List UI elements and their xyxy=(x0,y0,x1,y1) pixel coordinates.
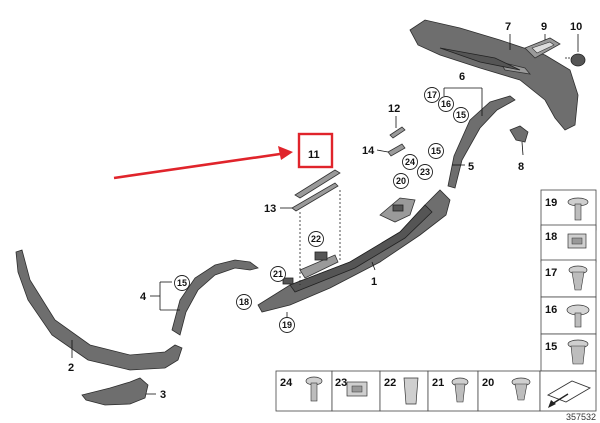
circled-callout-20: 20 xyxy=(393,173,409,189)
callout-10: 10 xyxy=(570,21,582,52)
panel-symbol-icon xyxy=(546,380,592,408)
svg-text:16: 16 xyxy=(441,99,451,109)
svg-text:14: 14 xyxy=(362,145,375,157)
circled-callout-21: 21 xyxy=(270,266,286,282)
callout-13: 13 xyxy=(264,203,292,215)
svg-text:9: 9 xyxy=(541,21,547,33)
svg-text:11: 11 xyxy=(308,149,320,161)
clip-nut-23-icon xyxy=(346,381,368,397)
rivet-16-icon xyxy=(566,304,590,328)
svg-text:15: 15 xyxy=(456,110,466,120)
circled-callout-16: 16 xyxy=(438,96,454,112)
callout-3: 3 xyxy=(146,389,166,401)
svg-text:23: 23 xyxy=(335,377,347,389)
pointer-arrow xyxy=(113,146,293,180)
clip-10 xyxy=(565,53,586,67)
callout-8: 8 xyxy=(518,141,524,173)
circled-callout-15c: 15 xyxy=(428,143,444,159)
front-wheel-arch-trim xyxy=(171,259,259,336)
circled-callout-24: 24 xyxy=(402,154,418,170)
circled-callout-15b: 15 xyxy=(453,107,469,123)
circled-callout-22: 22 xyxy=(308,231,324,247)
trim-strip xyxy=(291,169,341,285)
svg-text:19: 19 xyxy=(282,320,292,330)
svg-text:17: 17 xyxy=(427,90,437,100)
callout-11: 11 xyxy=(308,149,320,161)
svg-text:19: 19 xyxy=(545,197,557,209)
svg-text:21: 21 xyxy=(432,377,444,389)
svg-text:21: 21 xyxy=(273,269,283,279)
svg-text:15: 15 xyxy=(431,146,441,156)
callout-5: 5 xyxy=(452,161,474,173)
doc-number: 357532 xyxy=(566,412,596,422)
circled-callout-17: 17 xyxy=(424,87,440,103)
expanding-clip-15-icon xyxy=(567,339,589,365)
svg-text:15: 15 xyxy=(545,341,557,353)
svg-text:22: 22 xyxy=(384,377,396,389)
svg-text:6: 6 xyxy=(459,71,465,83)
svg-text:18: 18 xyxy=(239,297,249,307)
nut-clip-18-icon xyxy=(567,233,587,249)
svg-text:20: 20 xyxy=(396,176,406,186)
callout-2: 2 xyxy=(68,340,74,374)
svg-text:23: 23 xyxy=(420,167,430,177)
svg-text:20: 20 xyxy=(482,377,494,389)
svg-text:12: 12 xyxy=(388,103,400,115)
callout-6: 6 xyxy=(443,71,483,116)
callout-14: 14 xyxy=(362,145,389,157)
svg-text:22: 22 xyxy=(311,234,321,244)
svg-text:15: 15 xyxy=(177,278,187,288)
callout-1: 1 xyxy=(371,261,377,288)
plug-22-icon xyxy=(403,377,419,405)
circled-callout-18: 18 xyxy=(236,294,252,310)
push-clip-21-icon xyxy=(451,377,469,403)
callout-9: 9 xyxy=(541,21,547,40)
svg-text:16: 16 xyxy=(545,304,557,316)
svg-text:2: 2 xyxy=(68,362,74,374)
front-corner-trim xyxy=(81,377,149,406)
push-clip-17-icon xyxy=(568,265,588,291)
circled-callout-15a: 15 xyxy=(174,275,190,291)
screw-19-icon xyxy=(567,197,589,221)
svg-text:24: 24 xyxy=(280,377,293,389)
svg-text:1: 1 xyxy=(371,276,377,288)
circled-callout-19: 19 xyxy=(279,312,295,333)
retainer-plate xyxy=(387,126,406,157)
svg-text:18: 18 xyxy=(545,231,557,243)
svg-text:17: 17 xyxy=(545,267,557,279)
reflector xyxy=(524,37,561,59)
rear-bumper-trim xyxy=(409,19,579,131)
svg-text:8: 8 xyxy=(518,161,524,173)
rear-wheel-arch-trim xyxy=(447,95,529,189)
svg-text:3: 3 xyxy=(160,389,166,401)
callout-12: 12 xyxy=(388,103,400,128)
svg-text:4: 4 xyxy=(140,291,147,303)
svg-text:24: 24 xyxy=(405,157,415,167)
fastener-row: 24 23 22 21 20 xyxy=(275,370,597,412)
clip-20-icon xyxy=(511,377,531,401)
circled-callout-23: 23 xyxy=(417,164,433,180)
callout-7: 7 xyxy=(505,21,511,50)
svg-text:10: 10 xyxy=(570,21,582,33)
svg-text:7: 7 xyxy=(505,21,511,33)
mount-clips xyxy=(282,204,404,285)
svg-text:5: 5 xyxy=(468,161,474,173)
callout-4: 4 xyxy=(140,281,180,311)
fastener-column: 19 18 17 16 15 xyxy=(540,189,597,372)
front-bumper-lip xyxy=(15,249,183,371)
screw-24-icon xyxy=(305,376,323,402)
highlight-box xyxy=(297,132,334,169)
svg-text:13: 13 xyxy=(264,203,276,215)
